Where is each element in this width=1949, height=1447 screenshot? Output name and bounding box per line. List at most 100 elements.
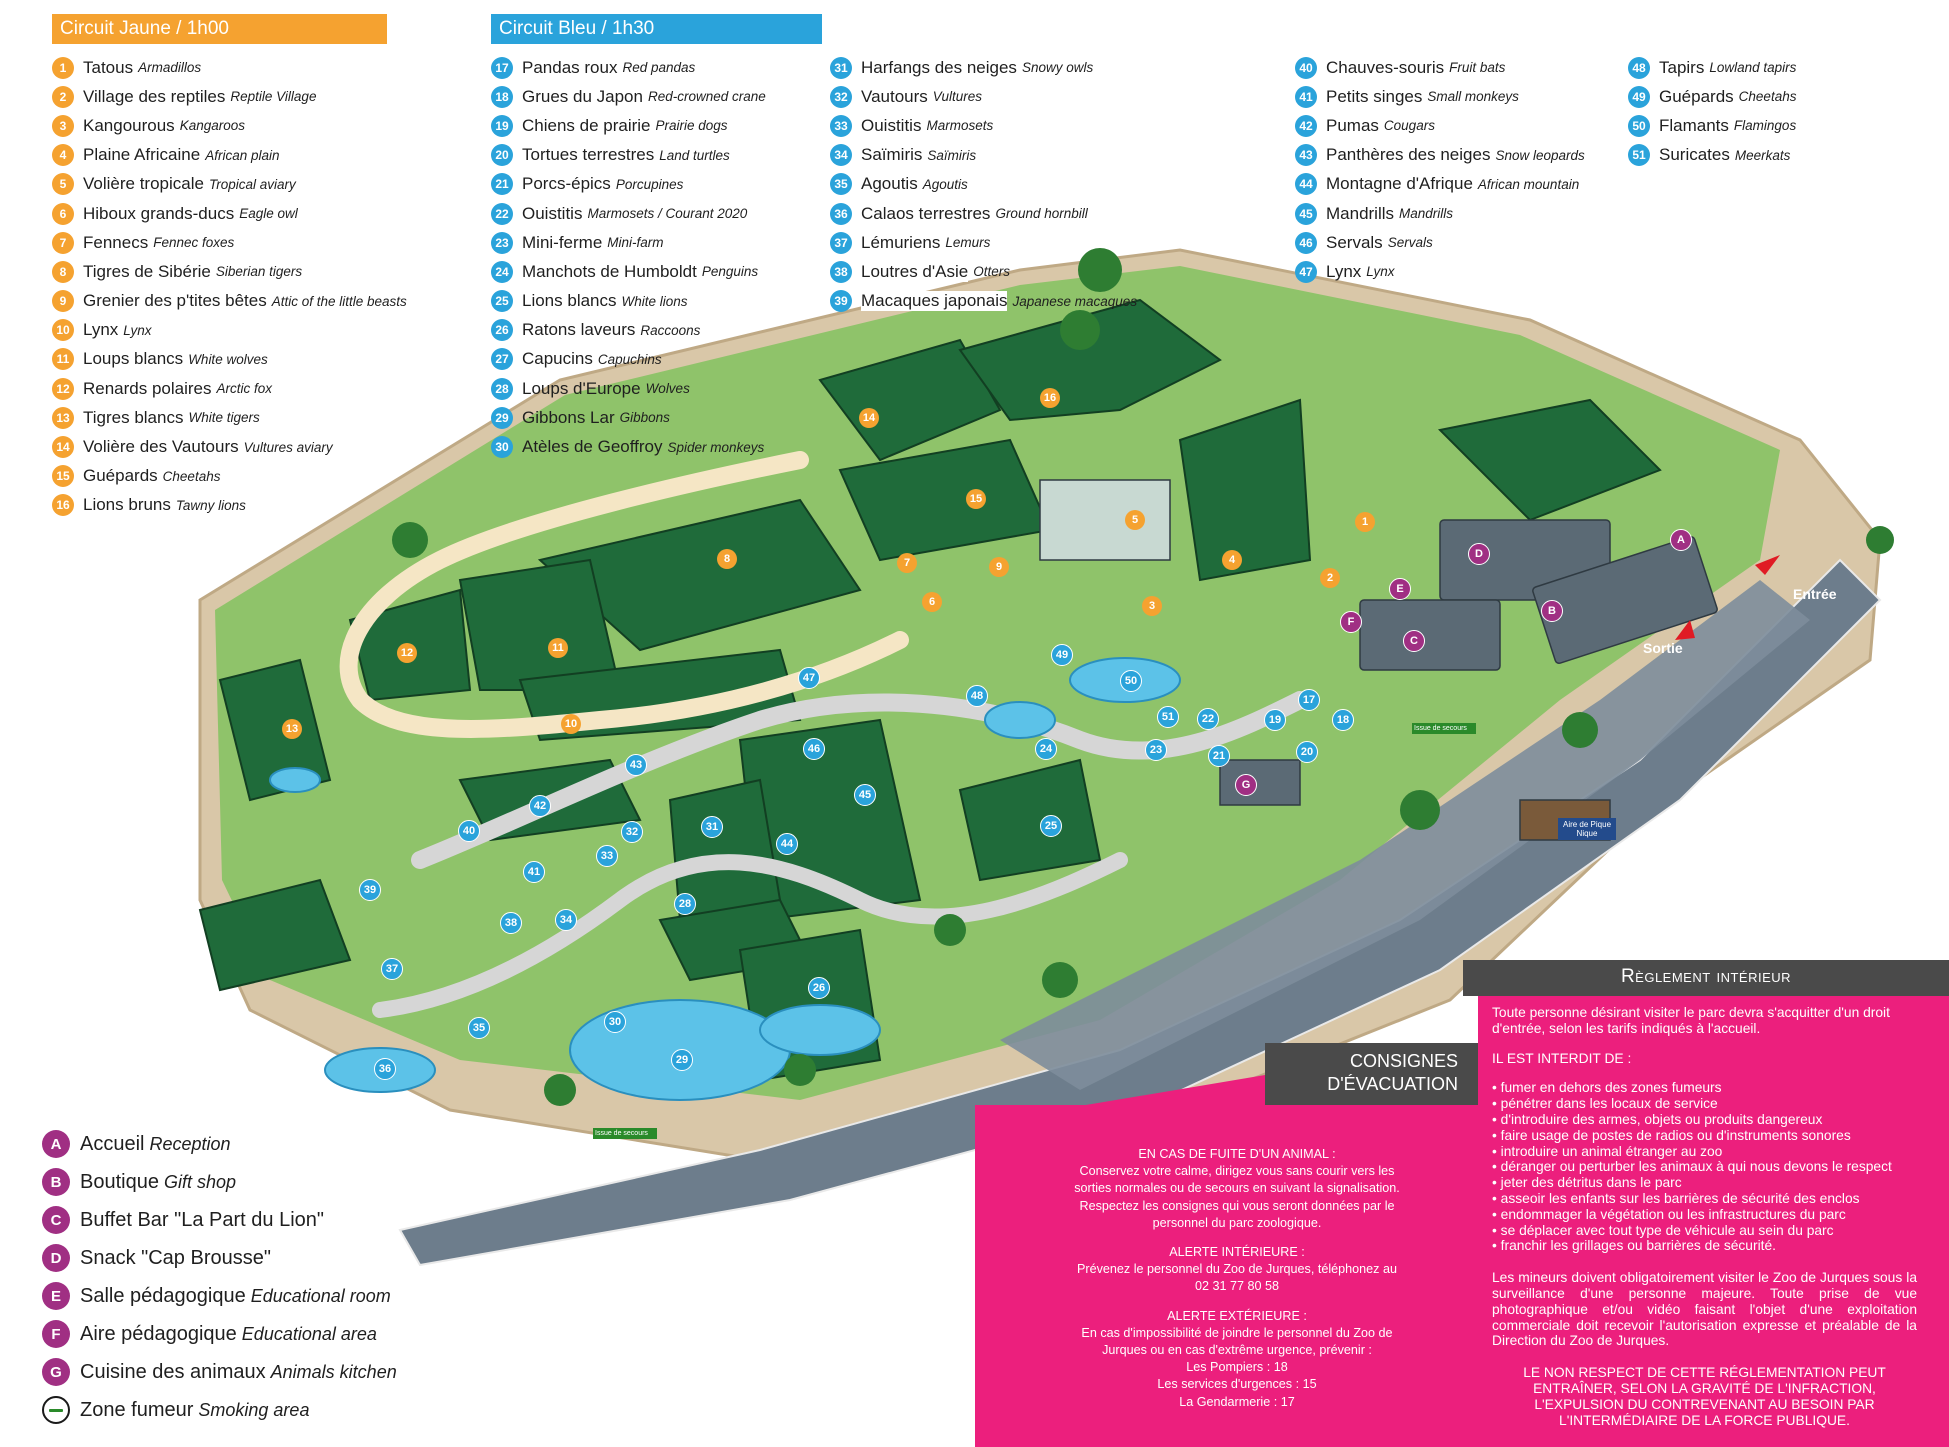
map-pin-35[interactable]: 35	[468, 1017, 490, 1039]
map-pin-50[interactable]: 50	[1120, 670, 1142, 692]
map-pin-33[interactable]: 33	[596, 845, 618, 867]
map-pin-45[interactable]: 45	[854, 784, 876, 806]
map-pin-43[interactable]: 43	[625, 754, 647, 776]
legend-number-badge: 16	[52, 494, 74, 517]
legend-number-badge: G	[42, 1358, 70, 1386]
map-pin-17[interactable]: 17	[1298, 689, 1320, 711]
map-pin-44[interactable]: 44	[776, 833, 798, 855]
map-pin-39[interactable]: 39	[359, 879, 381, 901]
legend-number-badge: 18	[491, 85, 513, 108]
legend-name-fr: Buffet Bar "La Part du Lion"	[80, 1208, 324, 1231]
map-pin-c[interactable]: C	[1403, 630, 1425, 652]
map-pin-11[interactable]: 11	[548, 638, 568, 658]
legend-name-en: Mini-farm	[607, 235, 664, 251]
legend-name-fr: Lynx	[83, 320, 119, 340]
map-pin-47[interactable]: 47	[798, 667, 820, 689]
map-pin-41[interactable]: 41	[523, 861, 545, 883]
legend-name-fr: Loutres d'Asie	[861, 261, 969, 282]
map-pin-18[interactable]: 18	[1332, 709, 1354, 731]
map-pin-8[interactable]: 8	[717, 549, 737, 569]
map-pin-a[interactable]: A	[1670, 529, 1692, 551]
map-pin-b[interactable]: B	[1541, 600, 1563, 622]
map-pin-1[interactable]: 1	[1355, 512, 1375, 532]
building-c	[1359, 599, 1501, 671]
map-pin-28[interactable]: 28	[674, 893, 696, 915]
enclosure-39	[198, 878, 352, 992]
map-pin-30[interactable]: 30	[604, 1011, 626, 1033]
legend-number-badge: 47	[1295, 260, 1317, 283]
map-pin-13[interactable]: 13	[282, 719, 302, 739]
legend-name-fr: Vautours	[861, 86, 928, 107]
map-pin-5[interactable]: 5	[1125, 510, 1145, 530]
legend-name-fr: Tortues terrestres	[522, 145, 655, 165]
building-g	[1219, 759, 1301, 806]
map-pin-23[interactable]: 23	[1145, 739, 1167, 761]
map-pin-36[interactable]: 36	[374, 1058, 396, 1080]
legend-number-badge: 38	[830, 260, 852, 283]
legend-name-en: Ground hornbill	[995, 206, 1088, 222]
map-pin-32[interactable]: 32	[621, 821, 643, 843]
legend-name-en: Lynx	[1366, 264, 1395, 280]
legend-name-en: Saïmiris	[927, 147, 977, 163]
map-pin-19[interactable]: 19	[1264, 709, 1286, 731]
legend-number-badge: 8	[52, 260, 74, 283]
map-pin-22[interactable]: 22	[1197, 708, 1219, 730]
map-pin-26[interactable]: 26	[808, 977, 830, 999]
legend-name-en: Animals kitchen	[270, 1361, 397, 1382]
map-pin-51[interactable]: 51	[1157, 706, 1179, 728]
reglement-non-respect: LE NON RESPECT DE CETTE RÉGLEMENTATION P…	[1523, 1365, 1886, 1428]
map-pin-21[interactable]: 21	[1208, 745, 1230, 767]
map-pin-7[interactable]: 7	[897, 553, 917, 573]
tree	[1866, 526, 1894, 554]
legend-name-en: Reptile Village	[230, 89, 317, 105]
map-pin-31[interactable]: 31	[701, 816, 723, 838]
legend-name-en: Prairie dogs	[655, 118, 728, 134]
map-pin-49[interactable]: 49	[1051, 644, 1073, 666]
map-pin-37[interactable]: 37	[381, 958, 403, 980]
map-pin-3[interactable]: 3	[1142, 596, 1162, 616]
map-pin-16[interactable]: 16	[1040, 388, 1060, 408]
map-pin-38[interactable]: 38	[500, 912, 522, 934]
map-pin-34[interactable]: 34	[555, 909, 577, 931]
map-pin-48[interactable]: 48	[966, 685, 988, 707]
map-pin-4[interactable]: 4	[1222, 550, 1242, 570]
map-pin-12[interactable]: 12	[397, 643, 417, 663]
map-pin-d[interactable]: D	[1468, 543, 1490, 565]
legend-name-en: Lowland tapirs	[1709, 60, 1797, 76]
map-pin-10[interactable]: 10	[561, 714, 581, 734]
map-pin-e[interactable]: E	[1389, 578, 1411, 600]
map-pin-f[interactable]: F	[1340, 611, 1362, 633]
map-pin-25[interactable]: 25	[1040, 815, 1062, 837]
legend-name-en: Flamingos	[1733, 118, 1797, 134]
map-pin-20[interactable]: 20	[1296, 741, 1318, 763]
map-pin-9[interactable]: 9	[989, 557, 1009, 577]
legend-number-badge: 45	[1295, 202, 1317, 225]
map-pin-2[interactable]: 2	[1320, 568, 1340, 588]
legend-name-fr: Ouistitis	[861, 115, 922, 136]
map-pin-46[interactable]: 46	[803, 738, 825, 760]
legend-number-badge: 28	[491, 377, 513, 400]
map-pin-15[interactable]: 15	[966, 489, 986, 509]
map-pin-40[interactable]: 40	[458, 820, 480, 842]
legend-name-fr: Panthères des neiges	[1326, 145, 1491, 165]
map-pin-14[interactable]: 14	[859, 408, 879, 428]
map-pin-24[interactable]: 24	[1035, 738, 1057, 760]
map-pin-42[interactable]: 42	[529, 795, 551, 817]
legend-name-fr: Calaos terrestres	[861, 203, 991, 224]
legend-name-en: Educational area	[241, 1323, 377, 1344]
map-pin-g[interactable]: G	[1235, 774, 1257, 796]
map-pin-6[interactable]: 6	[922, 592, 942, 612]
enclosure-16	[958, 298, 1222, 422]
map-pin-29[interactable]: 29	[671, 1049, 693, 1071]
reglement-mineurs: Les mineurs doivent obligatoirement visi…	[1492, 1270, 1917, 1349]
legend-name-en: Porcupines	[615, 176, 684, 192]
legend-number-badge: 1	[52, 56, 74, 79]
legend-number-badge: 11	[52, 348, 74, 371]
